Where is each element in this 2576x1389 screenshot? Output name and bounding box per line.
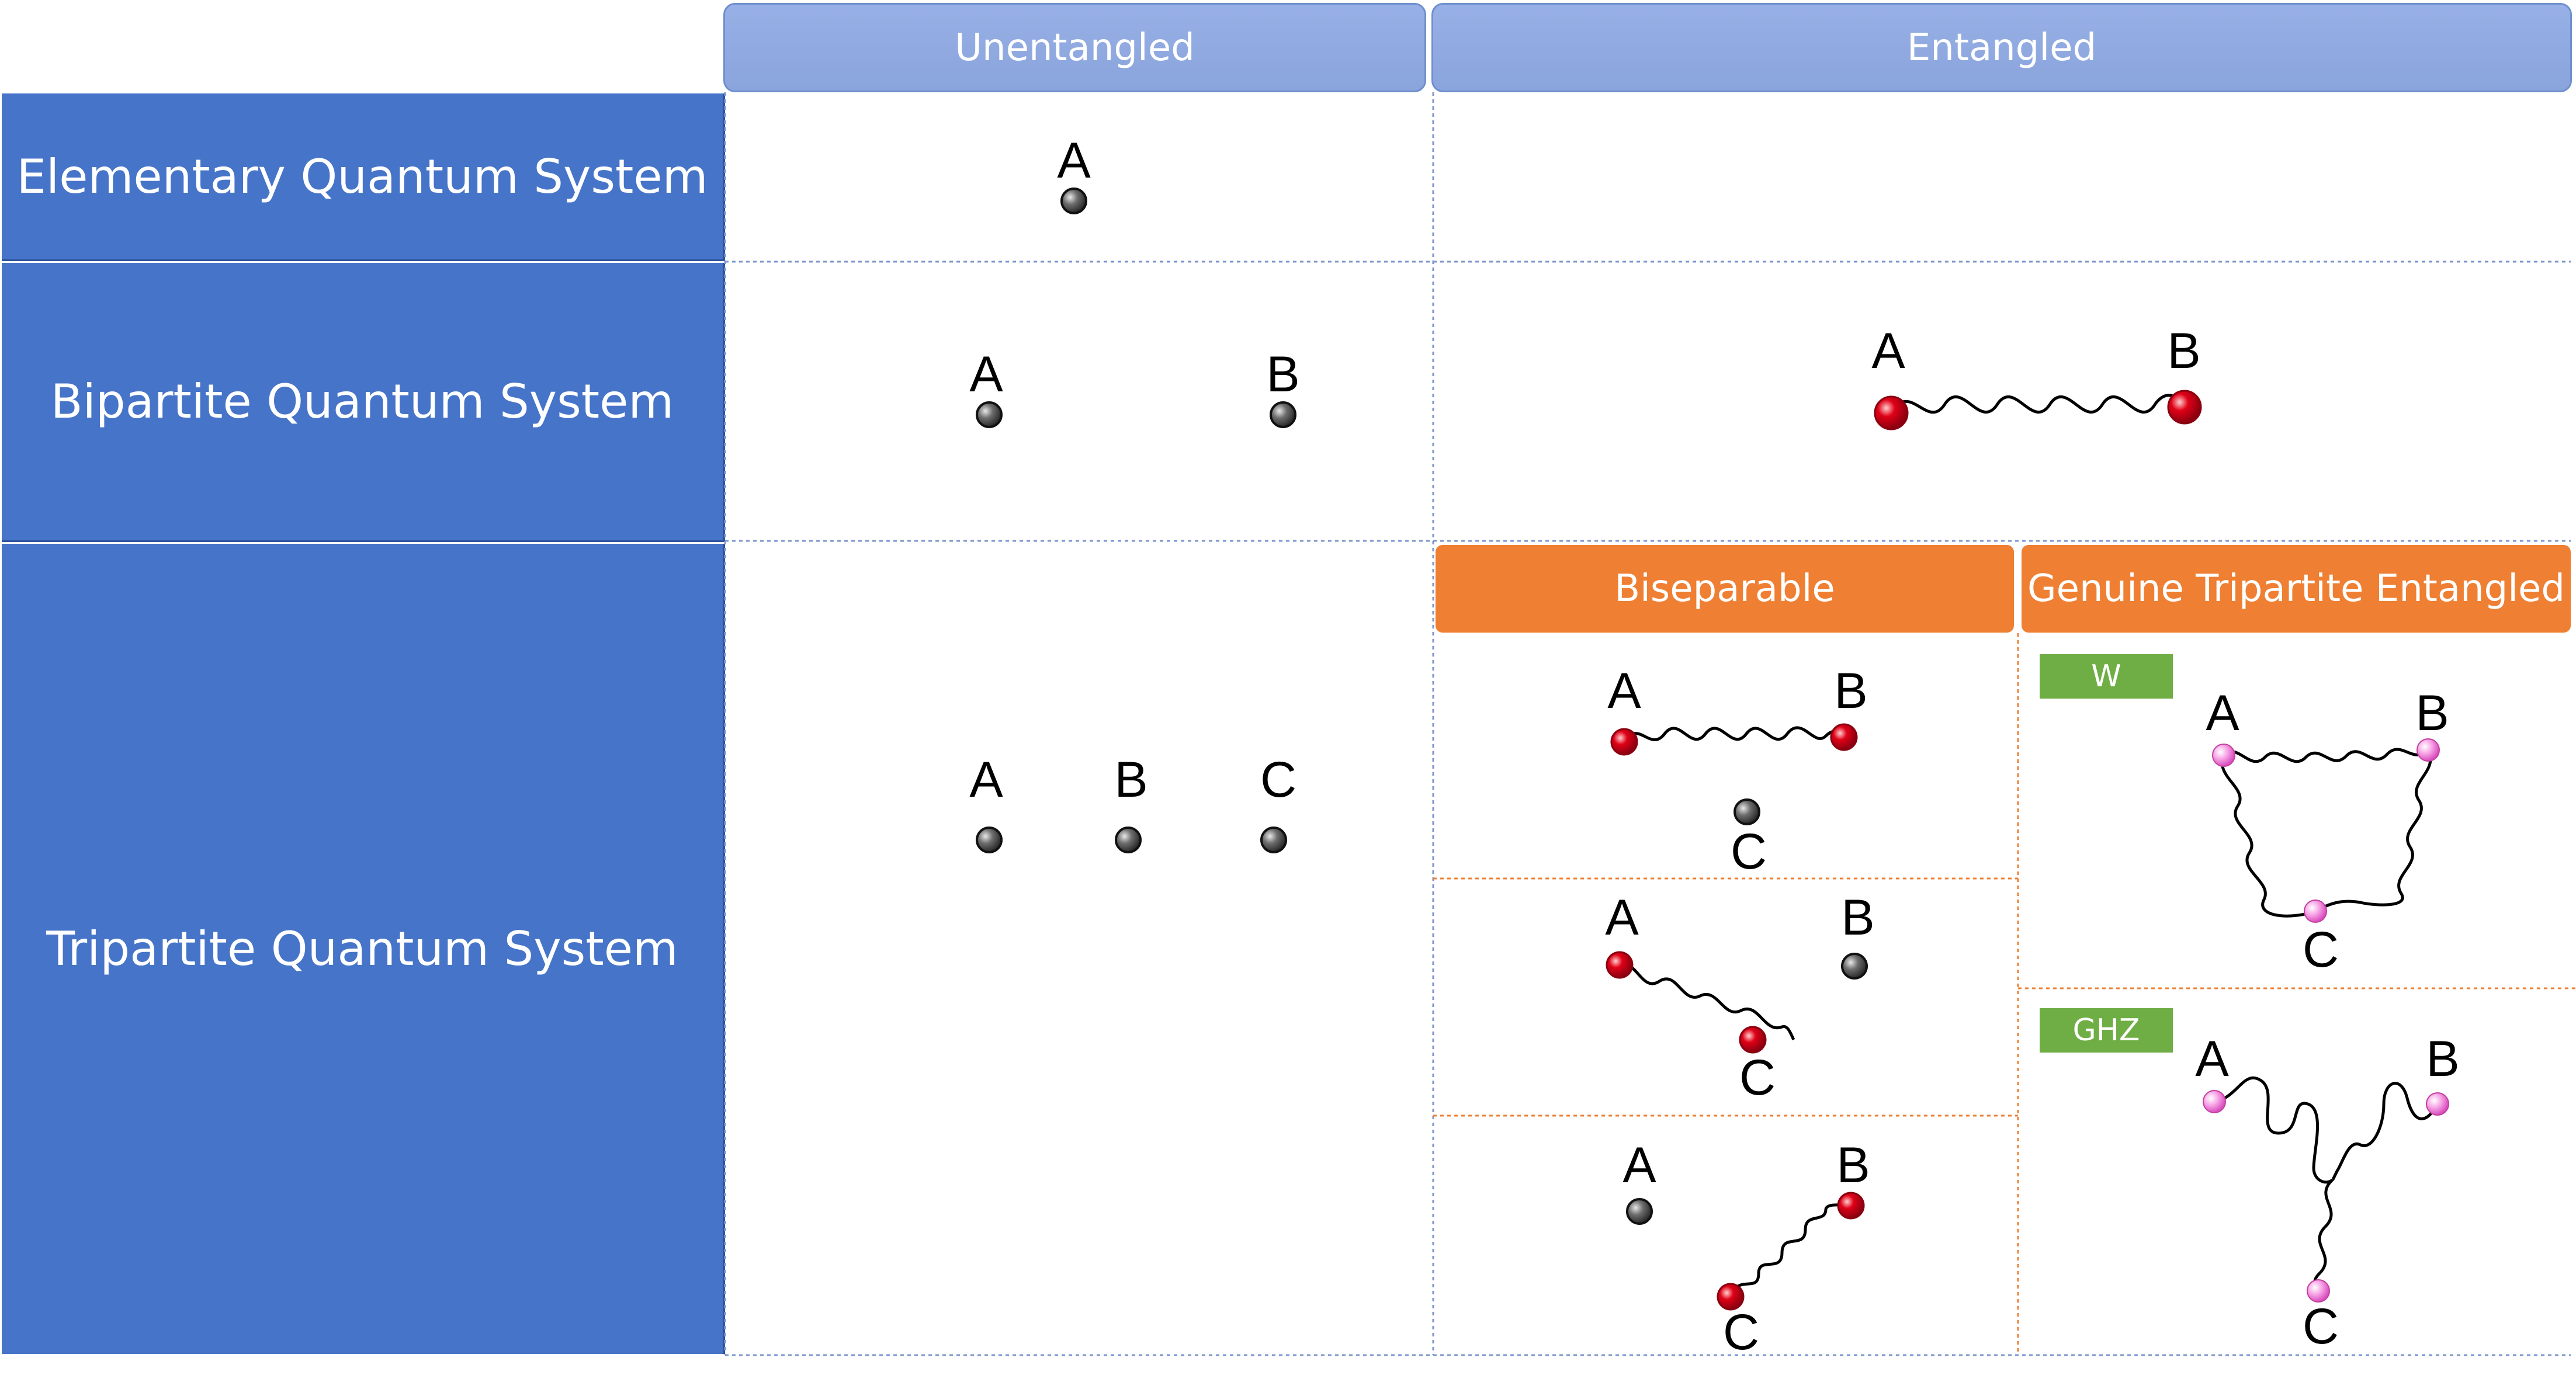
particle-a xyxy=(1874,395,1909,430)
particle-label-b: B xyxy=(2167,323,2200,379)
particle-label-a: A xyxy=(2195,1031,2229,1087)
bipartite-entangled: A B xyxy=(1871,323,2202,430)
particle-c xyxy=(1733,798,1760,825)
entanglement-link-b xyxy=(2331,1082,2439,1182)
tag-ghz: GHZ xyxy=(2040,1008,2173,1053)
particle-label-b: B xyxy=(2415,685,2449,741)
particle-a xyxy=(1610,728,1638,756)
particle-label-b: B xyxy=(1836,1137,1870,1193)
entanglement-link xyxy=(1729,1203,1852,1297)
particle-a xyxy=(1626,1198,1653,1225)
biseparable-ac: A B C xyxy=(1605,890,1874,1106)
biseparable-bc: A B C xyxy=(1622,1137,1870,1360)
particle-label-c: C xyxy=(1731,824,1767,880)
particle-b xyxy=(2426,1092,2449,1116)
subheader-biseparable: Biseparable xyxy=(1436,545,2014,633)
particle-label-c: C xyxy=(2303,922,2339,978)
particle-b xyxy=(1841,953,1868,980)
elementary-unentangled: A xyxy=(1057,133,1091,214)
column-header-unentangled: Unentangled xyxy=(723,3,1426,92)
tag-w: W xyxy=(2040,654,2173,699)
row-header-elementary: Elementary Quantum System xyxy=(2,93,725,261)
bipartite-unentangled: A B xyxy=(969,346,1300,428)
particle-label-a: A xyxy=(969,346,1003,402)
particle-label-a: A xyxy=(1622,1137,1656,1193)
particle-c xyxy=(1717,1283,1745,1311)
particle-label-c: C xyxy=(2303,1298,2339,1355)
entanglement-link xyxy=(1889,394,2186,414)
entanglement-link-bc xyxy=(2314,749,2432,913)
particle-label-c: C xyxy=(1723,1304,1759,1360)
subheader-genuine-tripartite: Genuine Tripartite Entangled xyxy=(2022,545,2571,633)
particle-label-a: A xyxy=(1605,890,1639,946)
entanglement-link-c xyxy=(2313,1179,2334,1293)
particle-b xyxy=(1270,401,1296,428)
entanglement-link-ac xyxy=(2220,755,2316,918)
particle-label-a: A xyxy=(1057,133,1091,189)
particle-label-c: C xyxy=(1739,1050,1776,1106)
particle-c xyxy=(2307,1279,2330,1303)
grid-lines xyxy=(724,92,2576,1356)
particle-a xyxy=(2203,1090,2226,1113)
particle-b xyxy=(2416,738,2440,762)
particle-label-b: B xyxy=(1114,752,1147,808)
particle-b xyxy=(1837,1192,1865,1220)
particle-c xyxy=(1739,1026,1767,1054)
particle-label-b: B xyxy=(1841,890,1874,946)
particle-label-b: B xyxy=(2426,1031,2459,1087)
biseparable-ab: A B C xyxy=(1607,663,1867,880)
tripartite-unentangled: A B C xyxy=(969,752,1296,853)
row-header-tripartite: Tripartite Quantum System xyxy=(2,544,725,1354)
entanglement-link-ab xyxy=(2223,748,2429,763)
particle-a xyxy=(1606,951,1634,979)
particle-a xyxy=(976,401,1003,428)
column-header-entangled: Entangled xyxy=(1431,3,2572,92)
entanglement-link-a xyxy=(2214,1076,2334,1184)
entanglement-link xyxy=(1619,962,1795,1041)
row-header-bipartite: Bipartite Quantum System xyxy=(2,263,725,542)
entanglement-link xyxy=(1622,726,1845,743)
particle-a xyxy=(976,827,1003,853)
particle-c xyxy=(2304,900,2327,923)
particle-label-b: B xyxy=(1266,346,1299,402)
particle-label-a: A xyxy=(969,752,1003,808)
particle-b xyxy=(2167,390,2202,425)
w-state: A B C xyxy=(2206,685,2449,978)
particle-a xyxy=(1060,187,1087,214)
particle-label-b: B xyxy=(1834,663,1867,719)
particle-a xyxy=(2212,744,2235,767)
particle-label-a: A xyxy=(2206,685,2239,741)
particle-label-c: C xyxy=(1260,752,1296,808)
particle-b xyxy=(1115,827,1142,853)
ghz-state: A B C xyxy=(2195,1031,2459,1355)
particle-label-a: A xyxy=(1871,323,1905,379)
particle-c xyxy=(1260,827,1287,853)
particle-b xyxy=(1830,723,1858,751)
particle-label-a: A xyxy=(1607,663,1641,719)
